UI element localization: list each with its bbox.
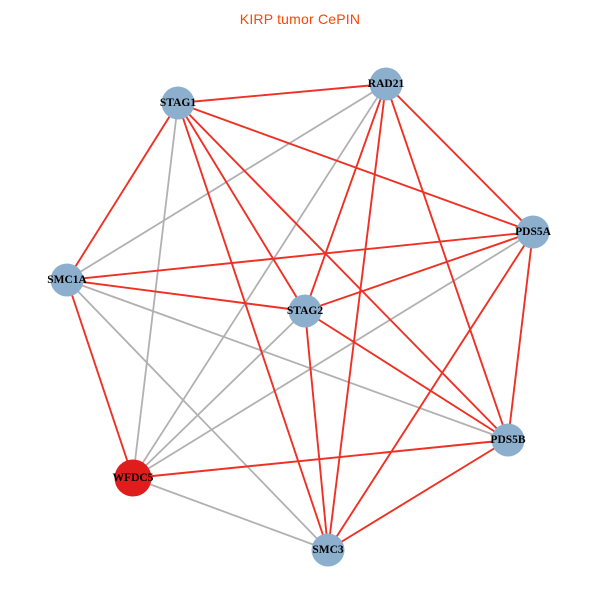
node-RAD21 <box>369 67 403 101</box>
node-SMC1A <box>50 263 84 297</box>
edge-STAG1-SMC3 <box>177 102 329 551</box>
node-PDS5B <box>491 423 525 457</box>
plot-title: KIRP tumor CePIN <box>239 11 361 27</box>
edge-PDS5B-WFDC5 <box>132 439 509 479</box>
node-STAG2 <box>288 294 322 328</box>
edge-PDS5A-WFDC5 <box>132 231 534 479</box>
node-label-SMC1A: SMC1A <box>47 274 87 286</box>
edge-STAG1-PDS5B <box>177 102 509 441</box>
node-label-SMC3: SMC3 <box>312 544 344 556</box>
node-SMC3 <box>311 533 345 567</box>
edge-PDS5B-SMC3 <box>327 439 509 551</box>
edge-PDS5A-SMC1A <box>66 231 534 281</box>
node-label-PDS5B: PDS5B <box>490 434 525 446</box>
edge-STAG2-SMC3 <box>304 310 329 551</box>
edge-SMC1A-STAG2 <box>66 279 306 312</box>
node-label-WFDC5: WFDC5 <box>113 472 154 484</box>
edge-STAG1-RAD21 <box>177 83 387 104</box>
edge-SMC1A-PDS5B <box>66 279 509 441</box>
node-STAG1 <box>161 86 195 120</box>
edge-RAD21-STAG2 <box>304 83 387 312</box>
node-label-STAG1: STAG1 <box>160 97 196 109</box>
edge-SMC1A-WFDC5 <box>66 279 134 479</box>
edge-STAG1-STAG2 <box>177 102 306 312</box>
node-label-PDS5A: PDS5A <box>515 226 551 238</box>
edge-STAG2-PDS5B <box>304 310 509 441</box>
edge-STAG1-SMC1A <box>66 102 179 281</box>
edge-RAD21-PDS5A <box>385 83 534 233</box>
edge-RAD21-WFDC5 <box>132 83 387 479</box>
edge-STAG2-WFDC5 <box>132 310 306 479</box>
edge-PDS5A-PDS5B <box>507 231 534 441</box>
edge-STAG1-WFDC5 <box>132 102 179 479</box>
edge-WFDC5-SMC3 <box>132 477 329 551</box>
node-label-RAD21: RAD21 <box>368 78 405 90</box>
edge-RAD21-SMC3 <box>327 83 387 551</box>
node-WFDC5 <box>114 459 152 497</box>
node-label-STAG2: STAG2 <box>287 305 323 317</box>
edge-PDS5A-STAG2 <box>304 231 534 312</box>
node-PDS5A <box>516 215 550 249</box>
